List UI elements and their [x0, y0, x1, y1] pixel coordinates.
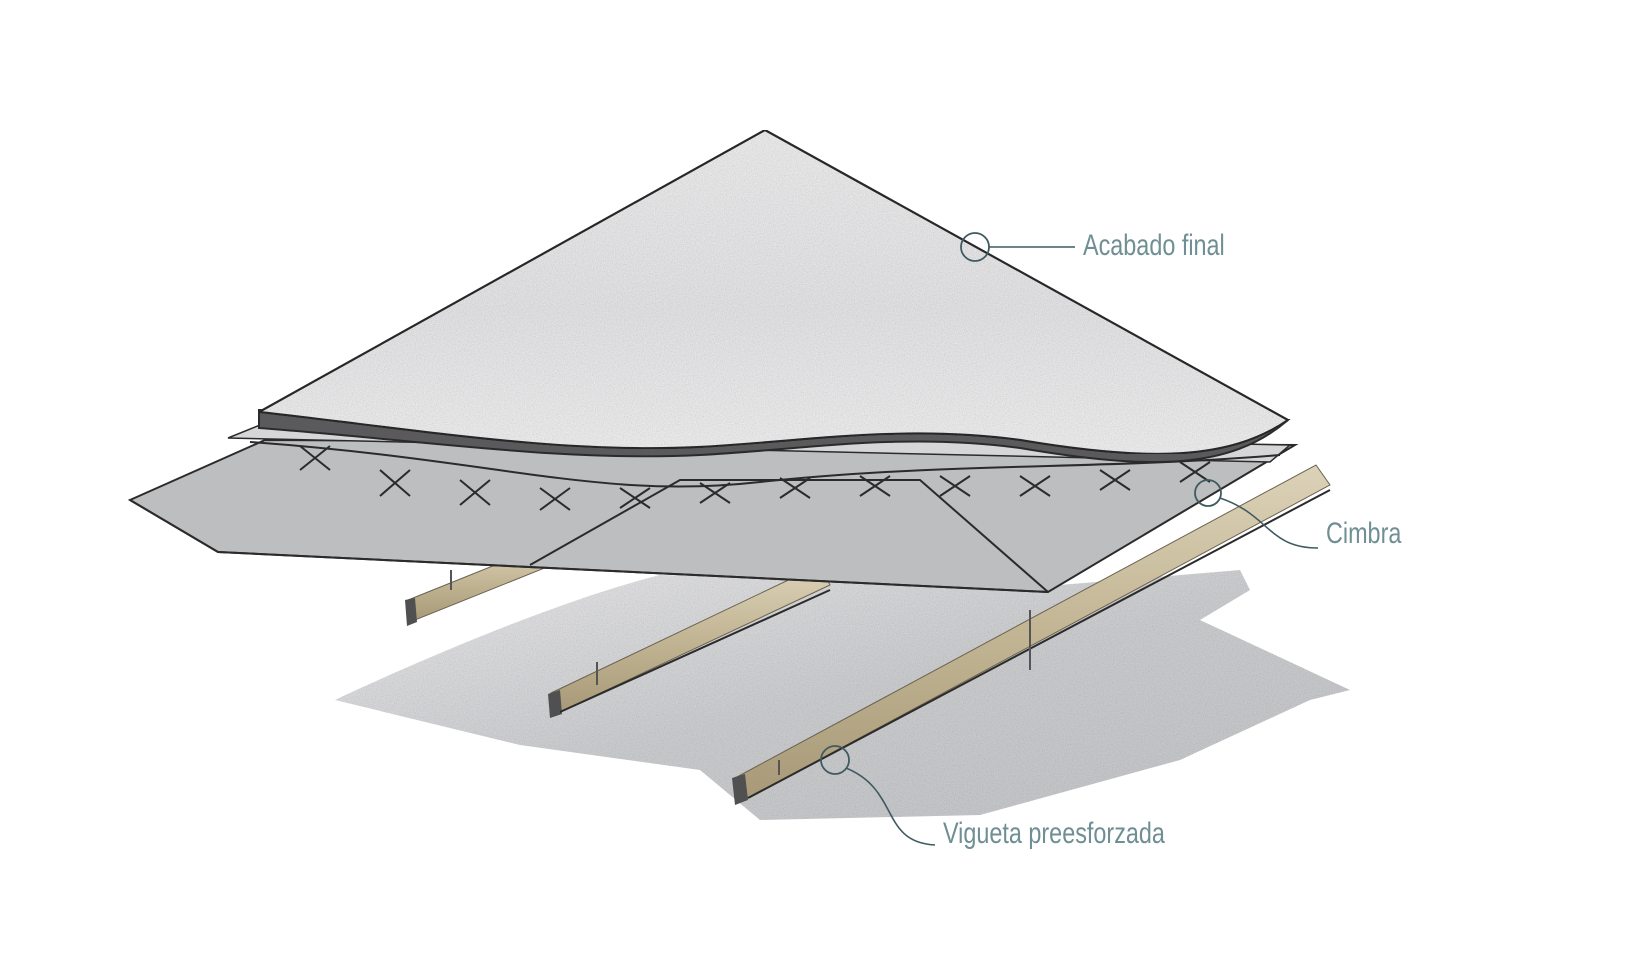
joist-left-end	[405, 598, 417, 626]
formwork-panel-front-edge	[129, 499, 1049, 593]
cimbra-middle	[559, 589, 831, 713]
callout-vigueta-leader	[845, 767, 936, 846]
top-slab	[257, 128, 1290, 456]
callout-acabado: Acabado final	[960, 228, 1225, 262]
callout-acabado-label: Acabado final	[1083, 228, 1225, 261]
callout-vigueta-ring	[820, 745, 850, 775]
callout-cimbra-leader	[1219, 497, 1319, 549]
callout-cimbra-ring	[1194, 479, 1222, 507]
cimbra-front	[747, 489, 1331, 799]
callout-cimbra-label: Cimbra	[1326, 516, 1401, 549]
joist-middle-end	[548, 690, 562, 718]
joist-front-end	[732, 774, 748, 805]
callout-cimbra: Cimbra	[1194, 479, 1401, 550]
callout-vigueta-label: Vigueta preesforzada	[943, 816, 1165, 849]
formwork-panel-seam	[529, 479, 1049, 593]
callout-vigueta: Vigueta preesforzada	[820, 745, 1165, 850]
joist-group	[405, 464, 1331, 805]
ground-shadow	[335, 570, 1350, 820]
